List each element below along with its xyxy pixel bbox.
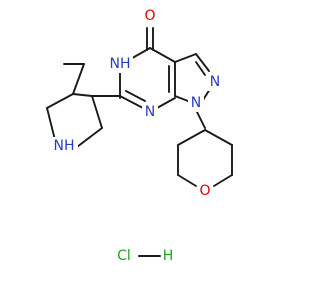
bond-pyrr-5 [91,95,103,129]
bond-pyrr-1 [72,93,93,97]
structure-canvas: O NH N N N NH O Cl H [46,7,233,264]
bond-pyrr-4 [46,107,56,141]
bond-pyrr-3 [46,93,74,109]
pyran-oxygen-label: O [199,183,210,199]
bond-n1-c7a [174,95,189,102]
bond-pyran-4 [177,174,197,187]
carbonyl-oxygen-label: O [144,8,155,24]
bond-pyran-6 [177,129,206,146]
atom-label-layer: O NH N N N NH O Cl H [50,7,223,264]
bond-pyran-3 [213,174,233,187]
bond-pyran-1 [204,129,233,146]
bond-n1-pyran [196,111,206,129]
bond-c4-c3a [149,47,176,63]
bond-c6-n7-b [125,90,146,102]
pyrazole-n2-label: N [210,74,220,90]
chlorine-label: Cl [117,248,131,264]
ring-nh-label: NH [110,56,131,72]
hydrogen-label: H [163,248,174,264]
pyrrolidine-nh-label: NH [54,138,75,154]
bond-n7-c7a [156,97,176,109]
bond-c3-n2-b [195,61,206,76]
bond-c3a-c3 [174,53,197,63]
bond-c6-n7-a [119,95,144,109]
molecule-drawing: O NH N N N NH O Cl H [46,7,233,264]
pyrimidine-n-label: N [145,104,155,120]
bond-c3-n2-a [195,53,210,72]
pyrazole-n1-label: N [191,95,201,111]
bond-pyrr-2 [72,63,85,95]
